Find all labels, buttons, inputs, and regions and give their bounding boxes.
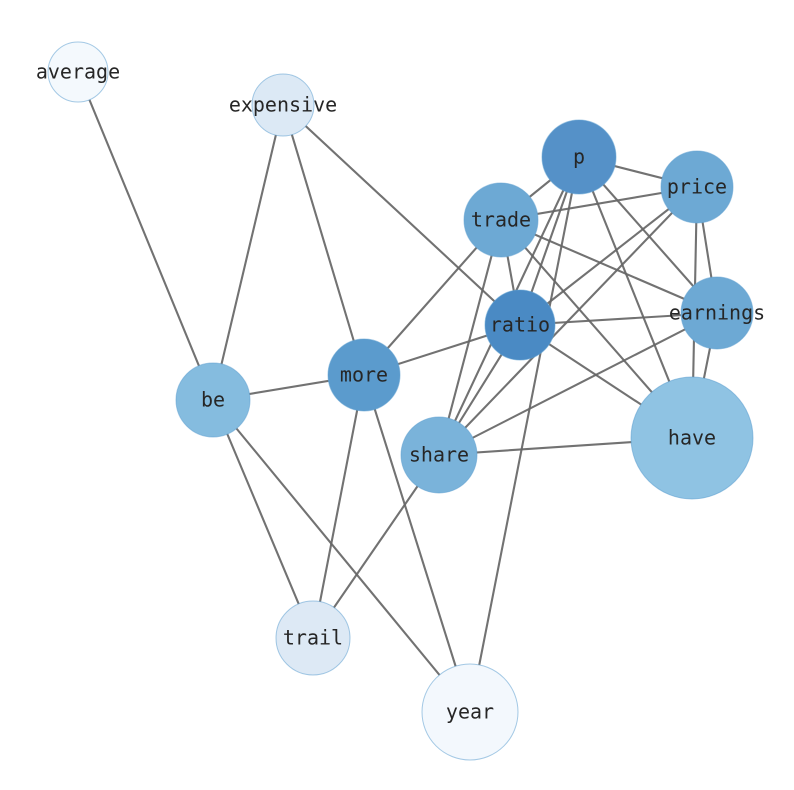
graph-edge [211,398,472,714]
node-circle-p[interactable] [541,119,617,195]
graph-edge [76,70,215,402]
node-label-more: more [340,363,388,387]
graph-node-trail[interactable]: trail [275,600,351,676]
graph-edge [211,103,285,402]
graph-node-average[interactable]: average [36,41,120,103]
node-circle-have[interactable] [630,376,754,500]
node-circle-more[interactable] [327,338,401,412]
node-label-ratio: ratio [490,313,550,337]
graph-edge [437,311,719,457]
nodes-layer: average expensive p price trade earnings ratio… [36,41,765,761]
node-circle-trail[interactable] [275,600,351,676]
node-circle-ratio[interactable] [484,289,556,361]
graph-node-trade[interactable]: trade [463,182,539,258]
graph-edge [311,373,366,640]
node-label-earnings: earnings [669,301,765,325]
node-circle-earnings[interactable] [680,276,754,350]
node-label-expensive: expensive [229,93,337,117]
node-label-average: average [36,60,120,84]
graph-node-expensive[interactable]: expensive [229,73,337,137]
node-label-price: price [667,175,727,199]
node-circle-price[interactable] [660,150,734,224]
node-label-be: be [201,388,225,412]
graph-edge [211,398,315,640]
edges-layer [76,70,719,714]
graph-node-have[interactable]: have [630,376,754,500]
node-circle-expensive[interactable] [251,73,315,137]
node-label-have: have [668,426,716,450]
graph-node-earnings[interactable]: earnings [669,276,765,350]
graph-edge [468,155,581,714]
node-circle-average[interactable] [47,41,109,103]
node-circle-year[interactable] [421,663,519,761]
node-circle-share[interactable] [400,416,478,494]
graph-edge [518,185,699,327]
node-label-share: share [409,443,469,467]
graph-node-be[interactable]: be [175,362,251,438]
graph-edge [437,218,503,457]
node-circle-be[interactable] [175,362,251,438]
graph-edge [437,185,699,457]
node-label-trail: trail [283,626,343,650]
graph-node-more[interactable]: more [327,338,401,412]
graph-edge [499,218,719,315]
graph-node-price[interactable]: price [660,150,734,224]
node-label-year: year [446,700,494,724]
graph-edge [281,103,366,377]
node-label-trade: trade [471,208,531,232]
graph-node-p[interactable]: p [541,119,617,195]
graph-edge [281,103,522,327]
node-label-p: p [573,145,585,169]
graph-node-year[interactable]: year [421,663,519,761]
node-circle-trade[interactable] [463,182,539,258]
graph-node-share[interactable]: share [400,416,478,494]
graph-edge [362,373,472,714]
graph-node-ratio[interactable]: ratio [484,289,556,361]
